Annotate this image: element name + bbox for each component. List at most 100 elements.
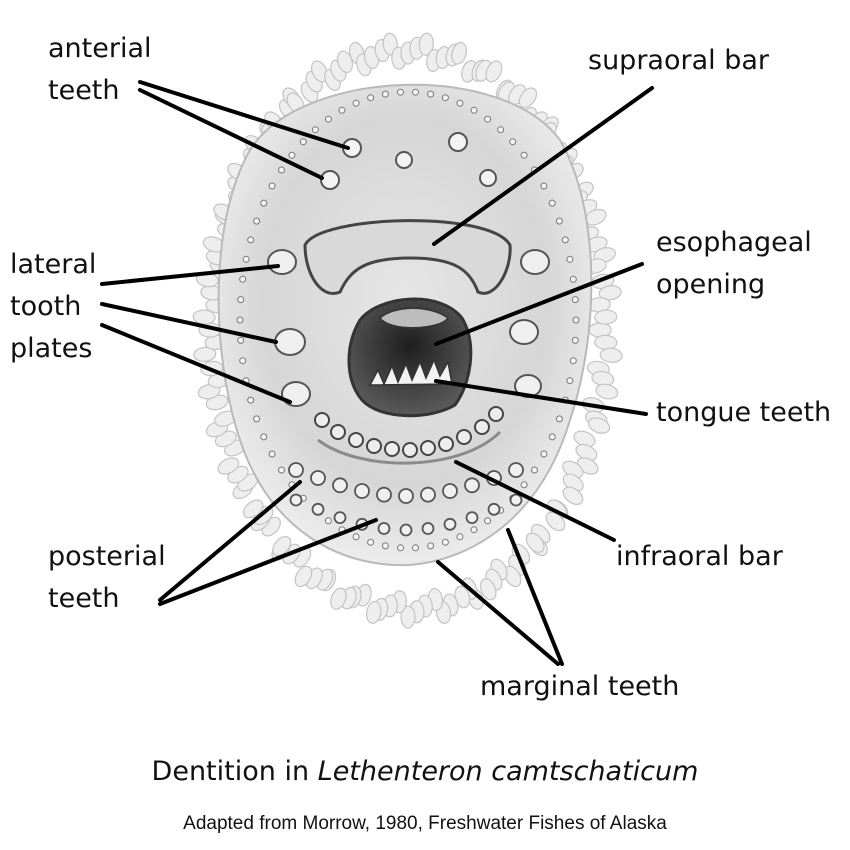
leader-posterial-1 (158, 480, 302, 602)
posterial-tooth (311, 502, 325, 516)
posterial-tooth (333, 511, 347, 524)
marginal-tooth (427, 90, 435, 98)
marginal-tooth (484, 115, 492, 123)
marginal-tooth (397, 88, 404, 96)
label-supraoral-line1: supraoral bar (588, 45, 769, 76)
marginal-tooth (484, 517, 492, 525)
marginal-tooth (572, 316, 580, 324)
fringe-papilla (595, 383, 619, 400)
marginal-tooth (352, 533, 360, 541)
fringe-papilla (503, 565, 522, 588)
marginal-tooth (247, 236, 255, 244)
label-marginal-teeth: marginal teeth (480, 666, 679, 708)
posterial-tooth (377, 522, 391, 535)
anterial-teeth (320, 132, 497, 190)
marginal-tooth (239, 357, 247, 365)
marginal-tooth (470, 106, 478, 114)
leader-lateral-3 (100, 323, 292, 404)
marginal-tooth (540, 450, 548, 458)
marginal-tooth (531, 466, 538, 474)
fringe-papilla (192, 309, 216, 325)
marginal-tooth (247, 396, 255, 404)
marginal-tooth (367, 94, 375, 102)
leader-supraoral (432, 86, 654, 246)
fringe-papilla (562, 486, 584, 505)
leader-lateral-1 (100, 264, 280, 286)
title-prefix: Dentition in (151, 756, 318, 787)
label-lateral-line1: lateral (10, 249, 97, 280)
label-lateral-line3: plates (10, 333, 93, 364)
fringe-papilla (242, 499, 264, 519)
marginal-tooth (237, 336, 245, 344)
posterial-tooth (332, 477, 348, 494)
posterial-tooth (443, 517, 457, 531)
marginal-tooth (566, 377, 574, 385)
fringe-papilla (400, 605, 416, 629)
marginal-tooth (299, 138, 307, 146)
leader-infraoral (454, 460, 616, 542)
marginal-tooth (367, 538, 375, 546)
label-anterial-line2: teeth (48, 75, 120, 106)
marginal-tooth (324, 517, 332, 525)
marginal-tooth (412, 544, 419, 552)
marginal-tooth (236, 316, 244, 324)
fringe-papilla (525, 532, 545, 553)
label-anterial-teeth: anterial teeth (48, 28, 152, 112)
posterial-tooth (464, 477, 480, 494)
infraoral-bar (317, 430, 502, 465)
marginal-tooth (268, 450, 276, 458)
label-marginal-line1: marginal teeth (480, 671, 680, 702)
posterial-tooth (289, 493, 303, 507)
fringe-papilla (272, 536, 292, 557)
esophageal-roof (378, 307, 450, 329)
marginal-tooth (242, 255, 250, 263)
marginal-tooth (561, 236, 569, 244)
posterial-tooth (420, 486, 436, 503)
posterial-tooth (310, 470, 326, 486)
label-lateral-line2: tooth (10, 291, 82, 322)
leader-lateral-2 (100, 302, 278, 344)
fringe-papilla (598, 285, 622, 301)
posterial-tooth (398, 488, 414, 504)
marginal-tooth (260, 199, 268, 207)
posterial-tooth (376, 486, 392, 503)
fringe-papilla (310, 60, 329, 83)
label-esophageal-line1: esophageal (656, 227, 812, 258)
posterial-tooth (508, 462, 524, 478)
posterial-tooth (509, 493, 523, 507)
leader-esophageal (434, 262, 644, 346)
marginal-tooth (566, 255, 574, 263)
posterial-tooth (487, 502, 501, 516)
leader-marginal-2 (506, 528, 564, 666)
fringe-papilla (599, 347, 623, 363)
leader-lines (100, 80, 654, 666)
figure-title: Dentition in Lethenteron camtschaticum (0, 756, 850, 787)
label-posterial-teeth: posterial teeth (48, 536, 166, 620)
label-posterial-line1: posterial (48, 541, 166, 572)
lateral-tooth-plates (267, 249, 550, 407)
marginal-tooth (324, 115, 332, 123)
label-esophageal-line2: opening (656, 269, 766, 300)
tongue-teeth (368, 358, 453, 386)
posterial-tooth (465, 511, 479, 524)
posterial-tooth (442, 483, 458, 499)
marginal-tooth (441, 94, 449, 102)
figure-credit: Adapted from Morrow, 1980, Freshwater Fi… (183, 813, 667, 834)
marginal-tooth (311, 126, 319, 134)
marginal-tooth (569, 275, 577, 283)
marginal-tooth (540, 182, 548, 190)
species-name: Lethenteron camtschaticum (317, 756, 699, 787)
posterial-tooth (354, 483, 370, 499)
fringe-papilla (451, 41, 468, 65)
fringe-papilla (587, 417, 611, 434)
marginal-tooth (548, 199, 556, 207)
marginal-tooth (260, 433, 268, 441)
label-tongue-teeth: tongue teeth (656, 392, 831, 434)
fringe-papilla (217, 457, 240, 475)
fringe-papilla (365, 600, 382, 624)
fringe-papilla (588, 322, 612, 338)
marginal-tooth (555, 217, 563, 225)
posterial-tooth (399, 523, 413, 537)
label-infraoral-bar: infraoral bar (616, 536, 783, 578)
